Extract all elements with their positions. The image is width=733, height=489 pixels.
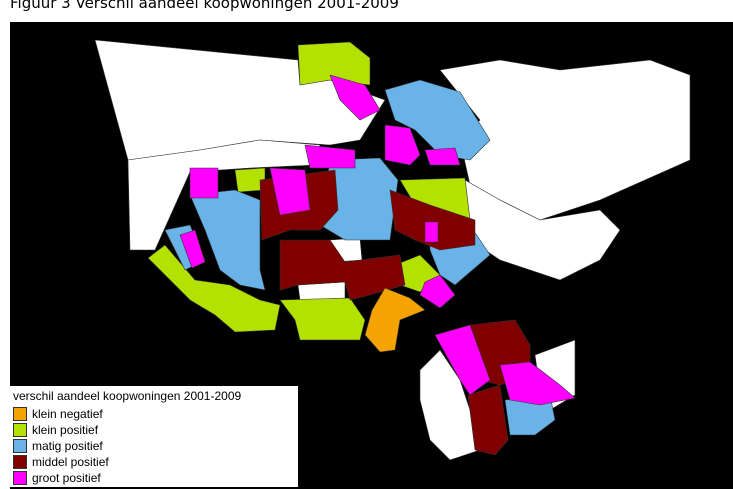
legend-label: klein positief	[32, 423, 99, 437]
legend-swatch	[13, 455, 27, 469]
district-magenta-slotervaart	[179, 229, 206, 269]
district-maroon-oost	[389, 189, 476, 251]
district-magenta-oost-small	[424, 221, 439, 243]
figure-caption: Figuur 3 Verschil aandeel koopwoningen 2…	[10, 0, 399, 12]
district-maroon-centre-south	[279, 239, 406, 301]
district-lime-north	[297, 41, 371, 86]
legend-swatch	[13, 423, 27, 437]
district-magenta-zuidoost-west	[434, 324, 491, 396]
legend-item-middel-positief: middel positief	[13, 454, 109, 470]
district-blue-west	[189, 189, 266, 291]
district-magenta-north-b	[384, 124, 421, 166]
legend-item-matig-positief: matig positief	[13, 438, 103, 454]
legend-label: matig positief	[32, 439, 103, 453]
legend-item-groot-positief: groot positief	[13, 470, 101, 486]
district-magenta-north-c	[304, 144, 356, 169]
district-blue-north	[384, 79, 491, 161]
legend-swatch	[13, 439, 27, 453]
district-magenta-north-a	[329, 74, 381, 121]
legend-title: verschil aandeel koopwoningen 2001-2009	[13, 389, 242, 403]
district-magenta-north-d	[424, 147, 461, 166]
legend-label: klein negatief	[32, 407, 103, 421]
district-west-havens	[127, 139, 321, 251]
district-magenta-west	[189, 167, 219, 199]
legend-item-klein-positief: klein positief	[13, 422, 98, 438]
district-magenta-zuidoost-east	[499, 361, 576, 406]
legend-swatch	[13, 407, 27, 421]
district-magenta-oost	[419, 274, 456, 309]
district-magenta-westcentre	[269, 167, 311, 216]
district-orange-zuid	[364, 287, 426, 353]
legend-swatch	[13, 471, 27, 485]
legend-label: groot positief	[32, 471, 101, 485]
district-maroon-zuidoost-south	[467, 384, 509, 456]
legend-label: middel positief	[32, 455, 109, 469]
map-legend: verschil aandeel koopwoningen 2001-2009 …	[10, 386, 298, 487]
legend-item-klein-negatief: klein negatief	[13, 406, 103, 422]
district-lime-south	[279, 297, 366, 341]
